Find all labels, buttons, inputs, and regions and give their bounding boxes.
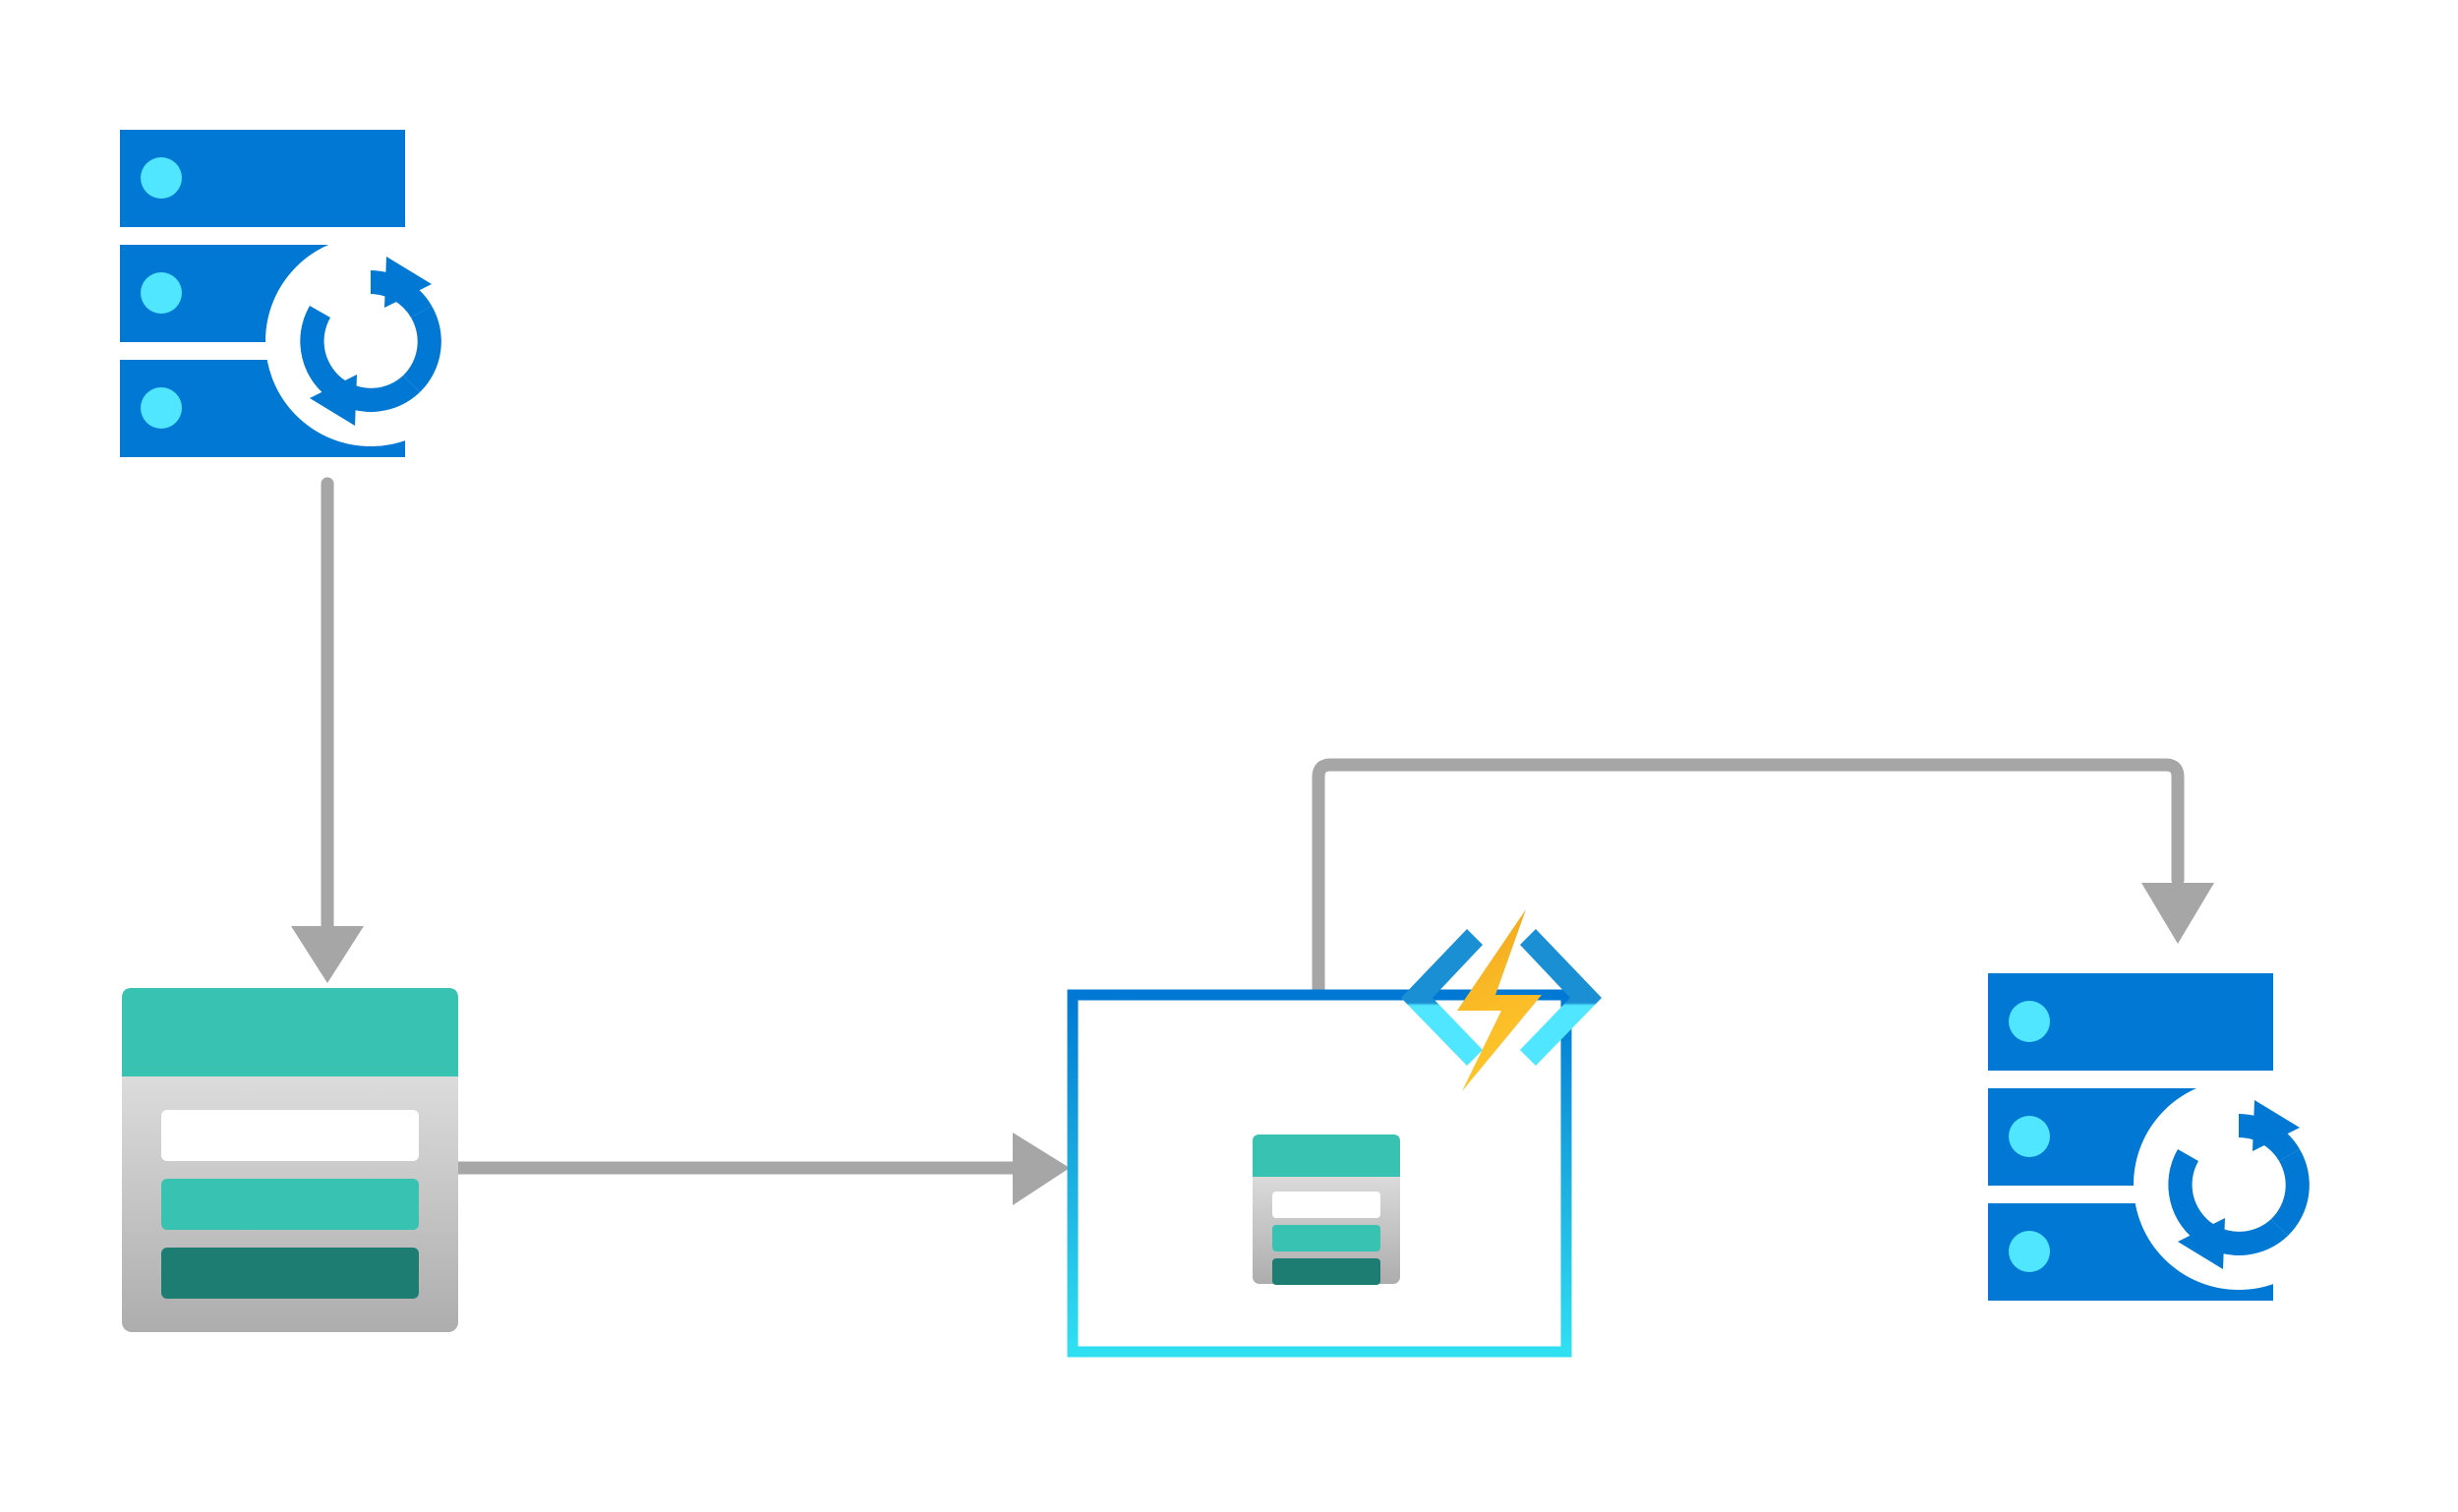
azure-function-container[interactable] — [1060, 904, 1669, 1367]
server-sync-icon — [1988, 973, 2310, 1301]
storage-table-icon[interactable] — [122, 988, 458, 1332]
bracket-left-icon — [1401, 929, 1483, 1066]
table-row-1 — [161, 1110, 419, 1161]
server-status-dot-1 — [141, 157, 182, 199]
sync-refresh-icon — [2168, 1100, 2310, 1269]
function-boundary-rect — [1067, 989, 1572, 1358]
sync-refresh-icon — [300, 257, 441, 426]
inner-table-row-3 — [1272, 1258, 1380, 1285]
lightning-bolt-icon — [1457, 909, 1542, 1091]
inner-table-row-1 — [1272, 1192, 1380, 1218]
inner-table-storage-icon — [1253, 1134, 1400, 1285]
inner-table-row-2 — [1272, 1225, 1380, 1251]
server-sync-icon — [120, 130, 441, 457]
table-header — [122, 988, 458, 1076]
azure-function-glyph — [1067, 909, 1602, 1358]
connector-source-server-to-storage — [291, 477, 364, 983]
table-row-3 — [161, 1248, 419, 1299]
table-row-2 — [161, 1179, 419, 1230]
bracket-right-icon — [1520, 929, 1602, 1066]
server-status-dot-3 — [141, 387, 182, 429]
connector-storage-to-function — [451, 1133, 1070, 1205]
inner-table-header — [1253, 1134, 1400, 1177]
server-status-dot-1 — [2009, 1001, 2050, 1042]
server-status-dot-3 — [2009, 1231, 2050, 1272]
source-database-server[interactable] — [120, 130, 494, 469]
server-status-dot-2 — [141, 272, 182, 314]
azure-functions-icon — [1401, 909, 1602, 1091]
server-status-dot-2 — [2009, 1116, 2050, 1157]
target-database-server[interactable] — [1988, 973, 2362, 1312]
table-storage-glyph — [122, 988, 458, 1332]
